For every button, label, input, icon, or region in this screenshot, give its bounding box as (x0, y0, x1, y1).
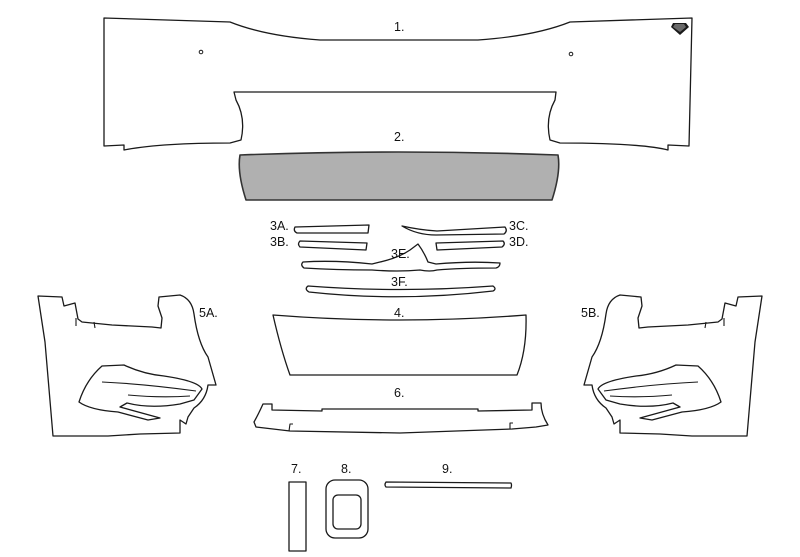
part-2 (238, 151, 560, 201)
part-5b (583, 294, 763, 437)
part-3c (401, 225, 507, 236)
part-4 (272, 314, 527, 376)
mount-hole-right (568, 51, 574, 57)
part-3e (301, 243, 501, 272)
label-part-6: 6. (394, 386, 404, 400)
label-part-5b: 5B. (581, 306, 600, 320)
label-part-8: 8. (341, 462, 351, 476)
part-3d (435, 240, 505, 251)
label-part-3a: 3A. (270, 219, 289, 233)
part-1 (103, 17, 693, 151)
label-part-3f: 3F. (391, 275, 408, 289)
label-part-7: 7. (291, 462, 301, 476)
part-6 (253, 402, 549, 434)
label-part-3e: 3E. (391, 247, 410, 261)
part-7 (288, 481, 307, 552)
part-8 (325, 479, 369, 539)
part-3f (305, 285, 496, 298)
label-part-3b: 3B. (270, 235, 289, 249)
label-part-9: 9. (442, 462, 452, 476)
label-part-3c: 3C. (509, 219, 528, 233)
part-3b (297, 240, 368, 251)
label-part-1: 1. (394, 20, 404, 34)
part-5a (37, 294, 217, 437)
part-3a (293, 224, 370, 234)
mount-hole-left (198, 49, 204, 55)
label-part-3d: 3D. (509, 235, 528, 249)
label-part-4: 4. (394, 306, 404, 320)
part-9 (384, 481, 513, 489)
label-part-5a: 5A. (199, 306, 218, 320)
label-part-2: 2. (394, 130, 404, 144)
diamond-logo-icon (671, 23, 689, 35)
